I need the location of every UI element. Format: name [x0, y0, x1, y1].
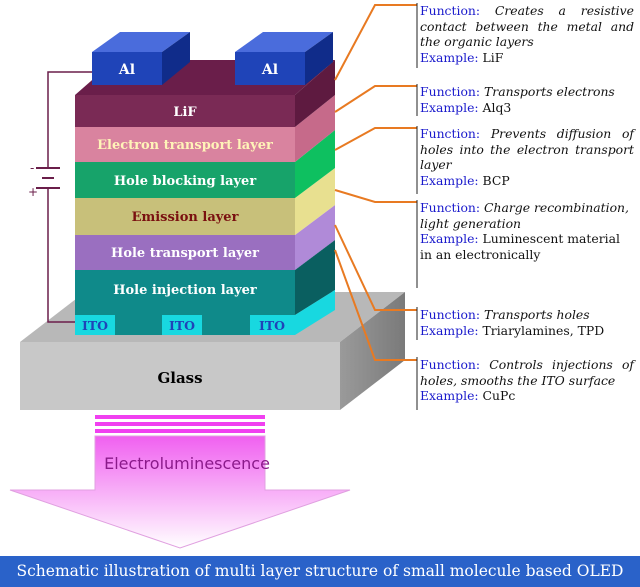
hole-blocking-layer: Hole blocking layer	[75, 130, 335, 198]
etl-label: Electron transport layer	[97, 138, 273, 153]
example-key: Example:	[420, 172, 479, 188]
ito-label-2: ITO	[169, 318, 195, 333]
glass-label: Glass	[157, 369, 202, 387]
example-key: Example:	[420, 99, 479, 115]
function-text: Controls injections of holes, smooths th…	[420, 357, 634, 388]
example-key: Example:	[420, 49, 479, 65]
example-key: Example:	[420, 231, 479, 246]
example-text: Triarylamines, TPD	[482, 322, 605, 338]
function-key: Function:	[420, 200, 481, 215]
al-electrode-left: Al	[92, 32, 190, 85]
al-label-left: Al	[118, 62, 135, 78]
figure-caption: Schematic illustration of multi layer st…	[0, 556, 640, 587]
annotation-htl: Function: Transports holes Example: Tria…	[420, 307, 634, 338]
annotation-hbl: Function: Prevents diffusion of holes in…	[420, 126, 634, 188]
function-key: Function:	[420, 3, 481, 18]
function-text: Charge recombination, light generation	[420, 200, 629, 231]
function-text: Prevents diffusion of holes into the ele…	[420, 126, 634, 172]
battery-minus: -	[30, 161, 34, 175]
battery-plus: +	[28, 185, 38, 199]
hbl-label: Hole blocking layer	[114, 174, 257, 189]
function-text: Transports holes	[484, 307, 590, 322]
al-electrode-right: Al	[235, 32, 333, 85]
function-key: Function:	[420, 84, 481, 99]
function-text: Transports electrons	[484, 84, 615, 99]
annotation-eml: Function: Charge recombination, light ge…	[420, 200, 634, 262]
example-key: Example:	[420, 322, 479, 338]
al-label-right: Al	[261, 62, 278, 78]
eml-label: Emission layer	[132, 210, 239, 225]
external-circuit	[36, 71, 92, 323]
ito-layer: ITO ITO ITO	[75, 290, 335, 335]
function-text: Creates a resistive contact between the …	[420, 3, 634, 49]
example-text: CuPc	[482, 388, 516, 403]
ito-label-1: ITO	[82, 318, 108, 333]
example-text: Alq3	[482, 99, 512, 115]
example-text: Luminescent material in an electronicall…	[420, 231, 620, 262]
function-key: Function:	[420, 307, 481, 322]
emission-layer: Emission layer	[75, 168, 335, 235]
oled-diagram: Glass Hole injection layer ITO ITO ITO H…	[9, 3, 418, 549]
annotation-hil: Function: Controls injections of holes, …	[420, 357, 634, 404]
electroluminescence-label: Electroluminescence	[104, 454, 270, 473]
electron-transport-layer: Electron transport layer	[75, 95, 335, 162]
lif-label: LiF	[173, 105, 197, 120]
electroluminescence-arrow: Electroluminescence	[9, 415, 351, 549]
function-key: Function:	[420, 126, 481, 141]
example-text: LiF	[482, 49, 504, 65]
hil-label: Hole injection layer	[113, 283, 257, 298]
example-key: Example:	[420, 388, 479, 403]
function-key: Function:	[420, 357, 481, 372]
ito-label-3: ITO	[259, 318, 285, 333]
example-text: BCP	[482, 172, 510, 188]
hole-transport-layer: Hole transport layer	[75, 205, 335, 270]
annotation-lif: Function: Creates a resistive contact be…	[420, 3, 634, 65]
leader-lines	[334, 4, 417, 361]
annotation-etl: Function: Transports electrons Example: …	[420, 84, 634, 115]
htl-label: Hole transport layer	[111, 246, 259, 261]
